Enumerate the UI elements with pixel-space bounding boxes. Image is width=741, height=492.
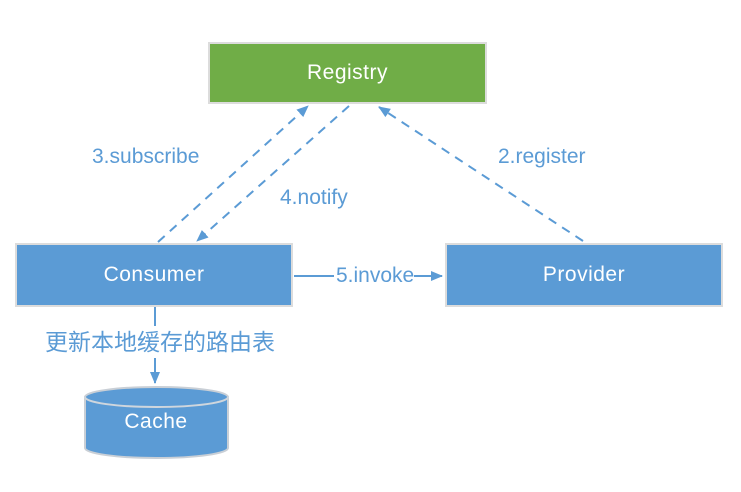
node-registry: Registry [208,42,487,104]
edge-label-invoke: 5.invoke [336,264,415,287]
node-provider-label: Provider [542,263,626,286]
node-registry-label: Registry [306,61,389,84]
node-cache-label: Cache [124,410,188,433]
node-consumer-label: Consumer [103,263,205,286]
arrow-register [378,106,584,242]
cache-cylinder-top-rim [84,396,229,408]
arrow-subscribe [157,105,309,243]
edge-label-subscribe: 3.subscribe [92,145,200,168]
node-provider: Provider [445,243,723,307]
edge-label-register: 2.register [498,145,586,168]
edge-label-update-cache: 更新本地缓存的路由表 [45,329,275,355]
node-consumer: Consumer [15,243,293,307]
arrow-notify [196,105,350,242]
edge-label-notify: 4.notify [280,186,348,209]
